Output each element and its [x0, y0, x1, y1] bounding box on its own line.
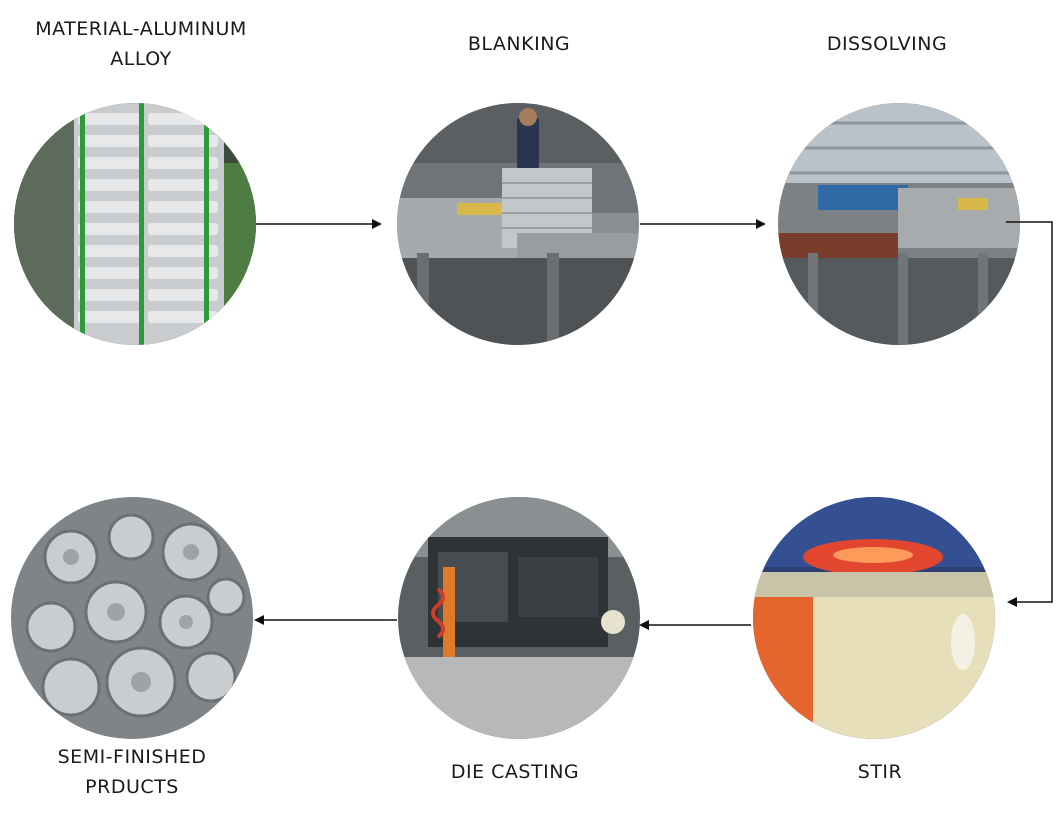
step-label-material: MATERIAL-ALUMINUM ALLOY: [35, 18, 247, 70]
step-label-stir: STIR: [857, 761, 903, 783]
step-label-blanking: BLANKING: [467, 33, 571, 55]
step-label-dissolving: DISSOLVING: [826, 33, 948, 55]
photo-semi-finished-products: [11, 497, 253, 739]
photo-aluminum-ingots: [14, 103, 256, 345]
step-label-die-casting: DIE CASTING: [450, 761, 580, 783]
photo-die-casting-machine: [398, 497, 640, 739]
arrow-dissolving-to-stir: [1006, 221, 1053, 607]
step-label-semi-finished: SEMI-FINISHED PRDUCTS: [57, 746, 207, 798]
photo-stir-furnace: [753, 497, 995, 739]
photo-blanking-machine: [397, 103, 639, 345]
photo-dissolving-furnace: [778, 103, 1020, 345]
